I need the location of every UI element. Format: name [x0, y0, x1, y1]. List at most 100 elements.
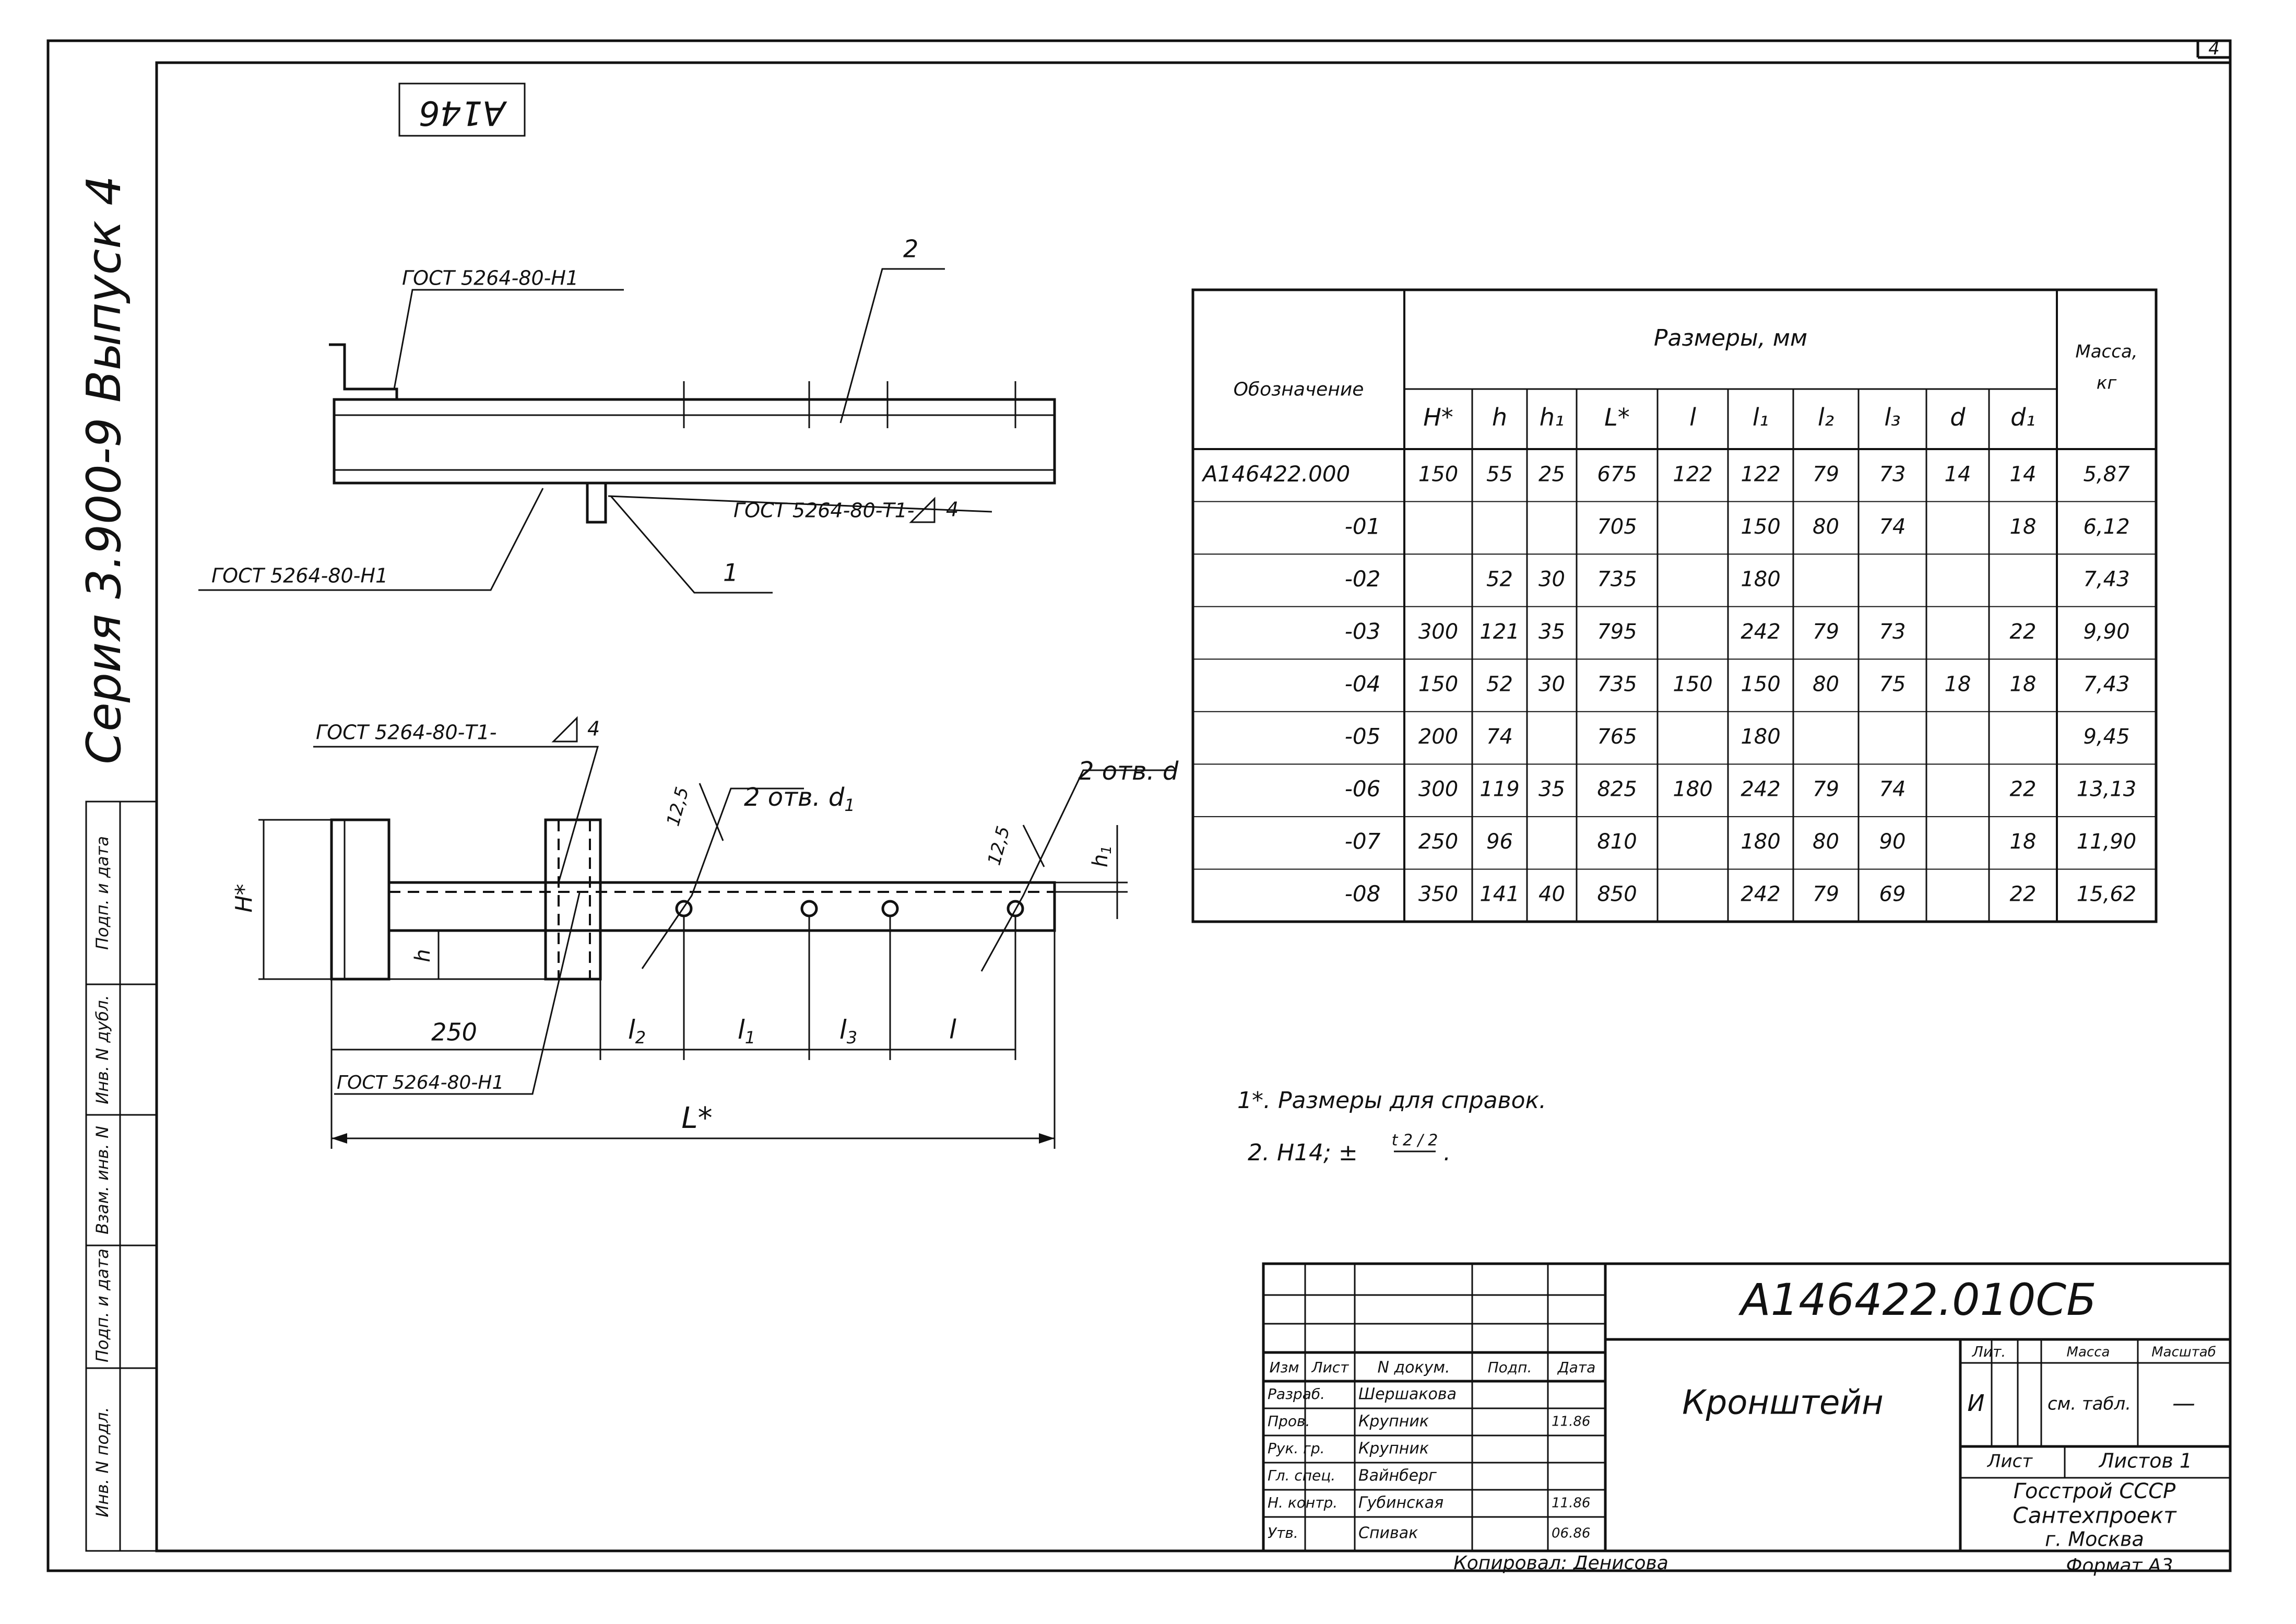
table-col-mass-unit: кг — [2097, 373, 2117, 394]
table-col-designation: Обозначение — [1234, 379, 1364, 401]
table-row-designation: -07 — [1345, 829, 1381, 854]
tb-role: Пров. — [1268, 1413, 1310, 1430]
table-cell: 150 — [1741, 515, 1780, 539]
hole-d-right — [881, 900, 899, 917]
table-cell: 55 — [1486, 462, 1513, 486]
table-cell: 242 — [1741, 778, 1780, 802]
table-header-7: l₃ — [1884, 403, 1900, 431]
table-row-designation: -04 — [1345, 671, 1381, 697]
table-cell-mass: 15,62 — [2077, 882, 2137, 907]
table-row-designation: -03 — [1345, 618, 1381, 644]
note-2-end: . — [1443, 1139, 1451, 1166]
series-side-text: Серия 3.900-9 Выпуск 4 — [77, 175, 132, 764]
tb-role: Рук. гр. — [1268, 1440, 1325, 1457]
table-cell: 79 — [1813, 462, 1839, 486]
table-cell: 675 — [1597, 462, 1637, 486]
tb-role: Утв. — [1268, 1524, 1298, 1541]
table-row-designation: A146422.000 — [1201, 461, 1351, 487]
hole-d-left — [800, 900, 818, 917]
table-header-9: d₁ — [2010, 403, 2035, 431]
table-cell: 69 — [1879, 882, 1906, 907]
tb-org-1: Госстрой СССР — [2014, 1479, 2176, 1503]
table-cell: 22 — [2010, 620, 2037, 644]
table-cell: 150 — [1741, 673, 1780, 697]
table-cell: 73 — [1879, 620, 1906, 644]
dim-h1: h1 — [1088, 845, 1115, 867]
table-cell: 300 — [1418, 778, 1458, 802]
table-cell: 18 — [2010, 673, 2037, 697]
table-cell: 79 — [1813, 882, 1839, 907]
side-view-channel — [333, 398, 1056, 485]
table-cell: 18 — [1945, 673, 1971, 697]
table-row-designation: -02 — [1345, 566, 1381, 592]
table-cell: 150 — [1673, 673, 1712, 697]
table-cell: 735 — [1597, 673, 1637, 697]
table-cell: 79 — [1813, 620, 1839, 644]
tb-org-2: Сантехпроект — [2013, 1503, 2177, 1528]
table-header-6: l₂ — [1818, 403, 1834, 431]
side-gost-bottom: ГОСТ 5264-80-Н1 — [211, 564, 388, 587]
margin-label-podp-2: Подп. и дата — [92, 836, 112, 950]
table-cell: 25 — [1538, 462, 1565, 486]
weld-triangle-icon — [909, 497, 936, 523]
table-cell: 242 — [1741, 620, 1780, 644]
plan-weld-triangle-icon — [551, 716, 578, 743]
side-weld-leg: 4 — [946, 498, 958, 521]
table-cell: 705 — [1597, 515, 1637, 539]
table-cell-mass: 9,90 — [2083, 620, 2129, 644]
table-header-2: h₁ — [1540, 403, 1565, 431]
table-cell-mass: 7,43 — [2083, 673, 2129, 697]
tb-role: Гл. спец. — [1268, 1467, 1335, 1484]
table-cell-mass: 6,12 — [2083, 515, 2129, 539]
tb-name: Спивак — [1358, 1524, 1418, 1543]
dim-L: L* — [681, 1101, 712, 1135]
plan-end-plate — [330, 818, 390, 981]
dim-250: 250 — [431, 1018, 477, 1046]
margin-label-inv-podl: Инв. N подл. — [92, 1407, 112, 1517]
tb-mass-label: Масса — [2067, 1345, 2110, 1360]
table-cell: 74 — [1879, 515, 1906, 539]
table-cell: 180 — [1673, 778, 1712, 802]
tb-role: Разраб. — [1268, 1385, 1325, 1403]
hole-d1-right — [1007, 900, 1024, 917]
tb-role: Н. контр. — [1268, 1494, 1338, 1511]
dim-l2: l2 — [628, 1015, 646, 1048]
table-cell: 30 — [1538, 567, 1565, 591]
note-2: 2. Н14; ± — [1248, 1139, 1358, 1166]
tb-scale-label: Масштаб — [2151, 1345, 2216, 1360]
table-cell: 122 — [1673, 462, 1712, 486]
table-cell: 35 — [1538, 620, 1565, 644]
side-view: ГОСТ 5264-80-Н1 ГОСТ 5264-80-Н1 ГОСТ 526… — [198, 235, 1056, 594]
plan-mid-plate — [544, 818, 602, 981]
table-cell: 74 — [1486, 725, 1513, 749]
table-cell: 119 — [1480, 778, 1519, 802]
paper-format: Формат А3 — [2066, 1555, 2173, 1576]
table-cell: 18 — [2010, 515, 2037, 539]
table-cell: 180 — [1741, 725, 1780, 749]
sheet-number: 4 — [2208, 39, 2220, 60]
table-cell: 14 — [1945, 462, 1971, 486]
dim-12-5-left: 12,5 — [662, 785, 693, 828]
table-cell: 765 — [1597, 725, 1637, 749]
dim-h: h — [411, 949, 435, 962]
table-cell: 74 — [1879, 778, 1906, 802]
table-cell: 90 — [1879, 830, 1906, 854]
dim-l1: l1 — [738, 1015, 755, 1048]
tb-date: 11.86 — [1552, 1496, 1590, 1511]
table-header-1: h — [1492, 403, 1507, 431]
table-cell: 150 — [1418, 673, 1458, 697]
table-cell: 735 — [1597, 567, 1637, 591]
table-cell: 80 — [1813, 515, 1839, 539]
table-cell: 180 — [1741, 830, 1780, 854]
callout-1: 1 — [723, 559, 738, 587]
tb-name: Шершакова — [1358, 1385, 1457, 1404]
copied-by: Копировал: Денисова — [1453, 1552, 1668, 1574]
table-cell: 40 — [1538, 882, 1565, 907]
left-margin-strip — [85, 801, 158, 1552]
plan-bar — [387, 881, 1056, 932]
table-cell-mass: 11,90 — [2077, 830, 2137, 854]
table-col-dimensions: Размеры, мм — [1654, 325, 1807, 351]
table-cell: 141 — [1480, 882, 1519, 907]
